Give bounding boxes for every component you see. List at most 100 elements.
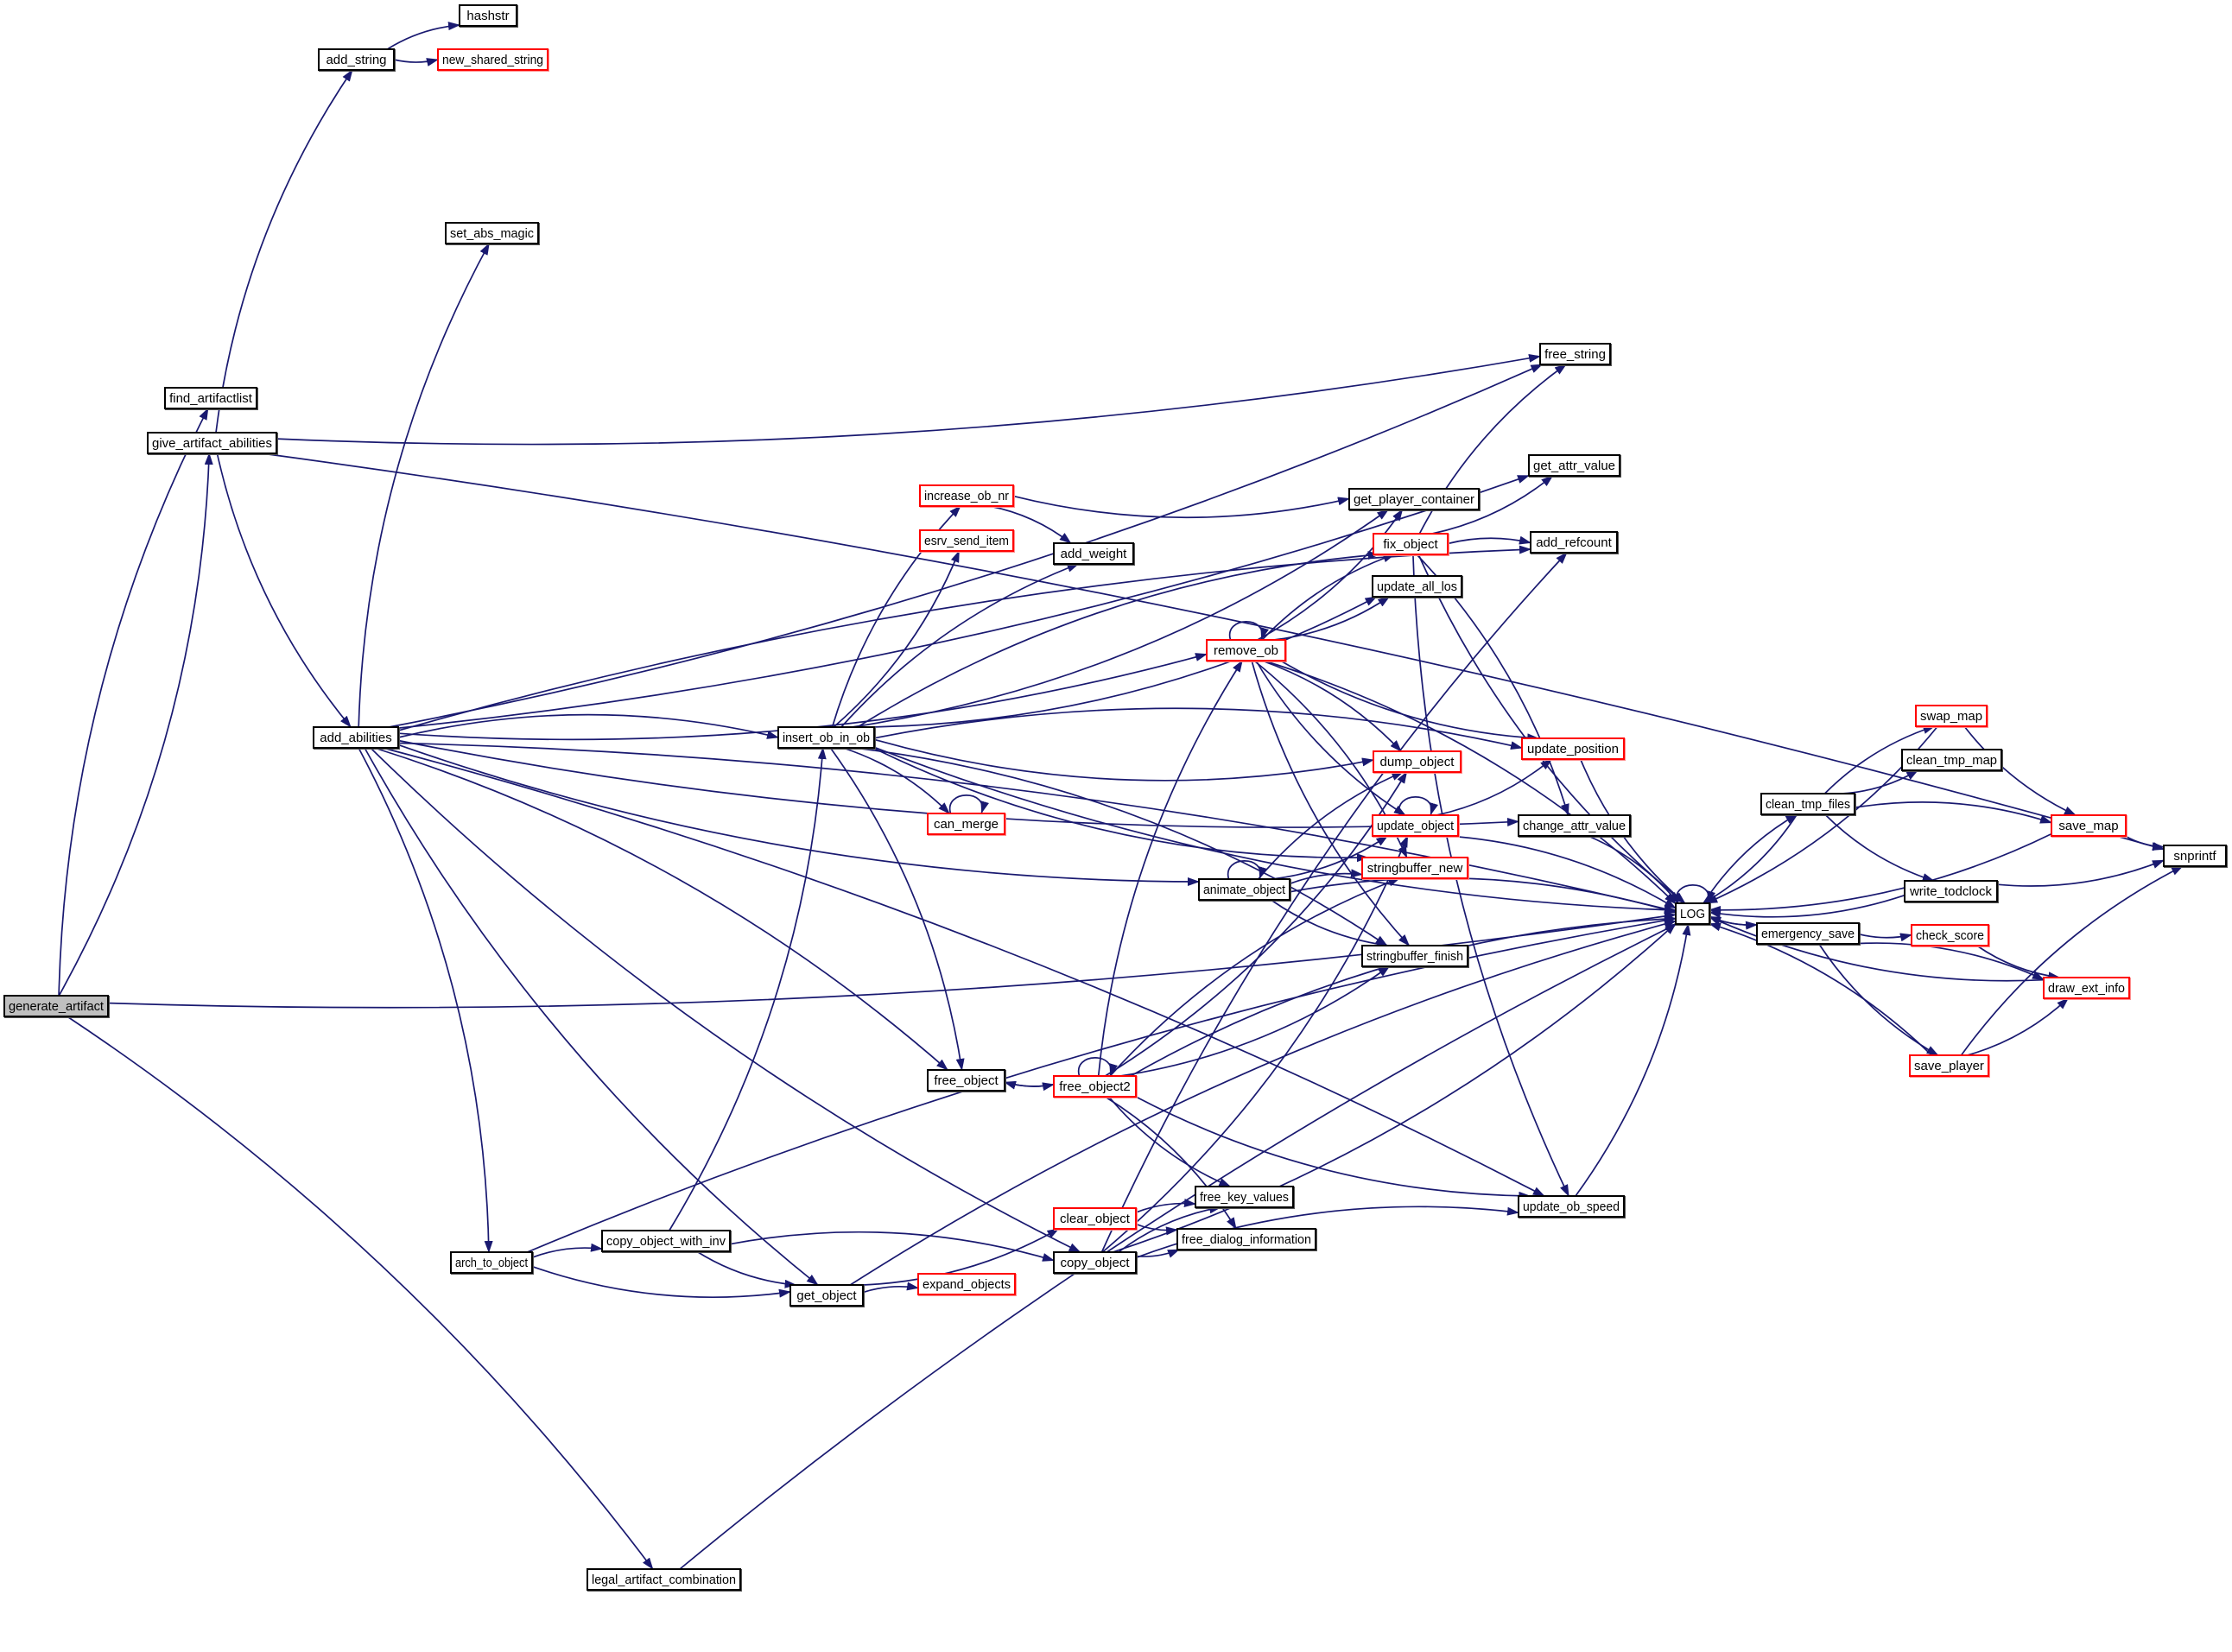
node-save-map[interactable]: save_map	[2051, 814, 2127, 838]
node-update-position[interactable]: update_position	[1521, 737, 1626, 761]
node-new-shared-string[interactable]: new_shared_string	[437, 48, 549, 72]
node-box[interactable]	[1911, 924, 1989, 946]
node-write-todclock[interactable]: write_todclock	[1904, 880, 1999, 903]
node-free-object[interactable]: free_object	[927, 1069, 1006, 1092]
node-box[interactable]	[1206, 639, 1286, 661]
node-get-attr-value[interactable]: get_attr_value	[1528, 454, 1621, 478]
node-box[interactable]	[313, 726, 399, 749]
node-box[interactable]	[601, 1230, 731, 1252]
node-generate-artifact[interactable]: generate_artifact	[3, 995, 110, 1018]
node-box[interactable]	[917, 1273, 1016, 1295]
node-remove-ob[interactable]: remove_ob	[1206, 639, 1287, 662]
node-box[interactable]	[1195, 1186, 1294, 1208]
node-box[interactable]	[1053, 1075, 1137, 1098]
node-box[interactable]	[2051, 814, 2127, 837]
node-box[interactable]	[2043, 977, 2130, 999]
node-box[interactable]	[919, 484, 1014, 507]
node-box[interactable]	[1372, 575, 1462, 598]
node-box[interactable]	[919, 529, 1014, 552]
node-update-ob-speed[interactable]: update_ob_speed	[1518, 1195, 1626, 1218]
node-increase-ob-nr[interactable]: increase_ob_nr	[919, 484, 1015, 508]
node-dump-object[interactable]: dump_object	[1373, 750, 1462, 774]
node-box[interactable]	[437, 48, 548, 71]
node-update-all-los[interactable]: update_all_los	[1372, 575, 1463, 598]
node-box[interactable]	[3, 995, 109, 1017]
node-box[interactable]	[450, 1251, 533, 1274]
node-free-object2[interactable]: free_object2	[1053, 1075, 1138, 1098]
node-legal-artifact-combination[interactable]: legal_artifact_combination	[587, 1568, 742, 1592]
node-box[interactable]	[1539, 343, 1611, 365]
node-clean-tmp-files[interactable]: clean_tmp_files	[1760, 793, 1856, 816]
node-change-attr-value[interactable]: change_attr_value	[1518, 814, 1632, 838]
node-arch-to-object[interactable]: arch_to_object	[450, 1251, 534, 1275]
node-box[interactable]	[318, 48, 395, 71]
node-draw-ext-info[interactable]: draw_ext_info	[2043, 977, 2131, 1000]
node-box[interactable]	[927, 1069, 1005, 1092]
node-hashstr[interactable]: hashstr	[459, 4, 518, 28]
node-update-object[interactable]: update_object	[1372, 814, 1460, 838]
node-snprintf[interactable]: snprintf	[2163, 845, 2228, 868]
node-box[interactable]	[147, 432, 277, 454]
node-add-weight[interactable]: add_weight	[1053, 542, 1135, 566]
node-box[interactable]	[1053, 542, 1134, 565]
node-box[interactable]	[1518, 814, 1631, 837]
node-check-score[interactable]: check_score	[1911, 924, 1990, 947]
node-box[interactable]	[1530, 531, 1618, 554]
node-expand-objects[interactable]: expand_objects	[917, 1273, 1017, 1296]
node-box[interactable]	[2163, 845, 2227, 867]
node-box[interactable]	[1176, 1228, 1316, 1250]
node-box[interactable]	[445, 222, 539, 244]
node-box[interactable]	[1904, 880, 1998, 902]
node-can-merge[interactable]: can_merge	[927, 813, 1006, 836]
node-box[interactable]	[1915, 705, 1988, 727]
node-box[interactable]	[1518, 1195, 1625, 1218]
node-find-artifactlist[interactable]: find_artifactlist	[164, 387, 258, 410]
node-box[interactable]	[927, 813, 1005, 835]
node-add-refcount[interactable]: add_refcount	[1530, 531, 1619, 554]
node-stringbuffer-finish[interactable]: stringbuffer_finish	[1361, 945, 1469, 968]
node-get-player-container[interactable]: get_player_container	[1348, 488, 1481, 511]
node-box[interactable]	[1901, 749, 2002, 771]
node-box[interactable]	[777, 726, 875, 749]
node-box[interactable]	[1053, 1251, 1137, 1274]
node-box[interactable]	[1361, 945, 1468, 967]
node-esrv-send-item[interactable]: esrv_send_item	[919, 529, 1015, 553]
node-box[interactable]	[587, 1568, 741, 1591]
node-copy-object[interactable]: copy_object	[1053, 1251, 1138, 1275]
node-box[interactable]	[1521, 737, 1625, 760]
node-box[interactable]	[1361, 857, 1468, 879]
node-box[interactable]	[789, 1284, 864, 1307]
node-free-string[interactable]: free_string	[1539, 343, 1612, 366]
node-box[interactable]	[1756, 922, 1860, 945]
node-box[interactable]	[1675, 902, 1710, 925]
node-clean-tmp-map[interactable]: clean_tmp_map	[1901, 749, 2003, 772]
node-add-string[interactable]: add_string	[318, 48, 396, 72]
node-box[interactable]	[1373, 750, 1462, 773]
node-emergency-save[interactable]: emergency_save	[1756, 922, 1861, 946]
node-fix-object[interactable]: fix_object	[1373, 533, 1449, 556]
node-add-abilities[interactable]: add_abilities	[313, 726, 400, 750]
node-box[interactable]	[1760, 793, 1855, 815]
node-save-player[interactable]: save_player	[1909, 1054, 1990, 1078]
node-stringbuffer-new[interactable]: stringbuffer_new	[1361, 857, 1469, 880]
node-set-abs-magic[interactable]: set_abs_magic	[445, 222, 540, 245]
node-box[interactable]	[1348, 488, 1480, 510]
node-get-object[interactable]: get_object	[789, 1284, 865, 1307]
node-box[interactable]	[1053, 1207, 1137, 1230]
node-box[interactable]	[1372, 814, 1459, 837]
node-give-artifact-abilities[interactable]: give_artifact_abilities	[147, 432, 278, 455]
node-copy-object-with-inv[interactable]: copy_object_with_inv	[601, 1230, 732, 1253]
node-box[interactable]	[459, 4, 517, 27]
node-swap-map[interactable]: swap_map	[1915, 705, 1988, 728]
node-box[interactable]	[1373, 533, 1449, 555]
node-box[interactable]	[1198, 878, 1290, 901]
node-box[interactable]	[164, 387, 257, 409]
node-box[interactable]	[1528, 454, 1620, 477]
node-animate-object[interactable]: animate_object	[1198, 878, 1291, 902]
node-free-key-values[interactable]: free_key_values	[1195, 1186, 1295, 1209]
node-clear-object[interactable]: clear_object	[1053, 1207, 1138, 1231]
node-free-dialog-information[interactable]: free_dialog_information	[1176, 1228, 1317, 1251]
node-LOG[interactable]: LOG	[1675, 902, 1711, 926]
node-insert-ob-in-ob[interactable]: insert_ob_in_ob	[777, 726, 876, 750]
node-box[interactable]	[1909, 1054, 1989, 1077]
